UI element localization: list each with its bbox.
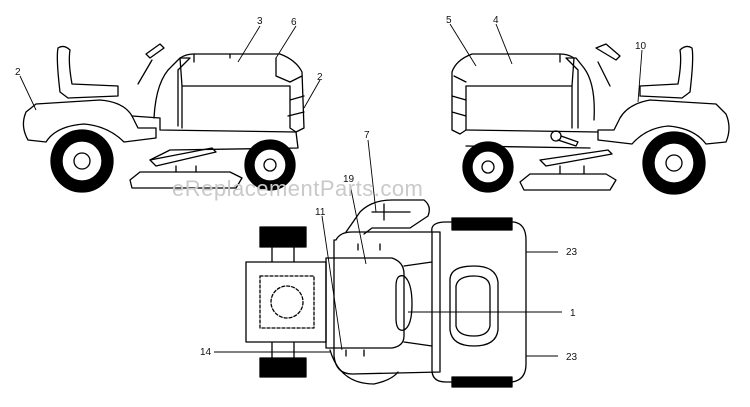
callout-7: 7 (364, 130, 370, 141)
left-side-tractor (22, 43, 305, 193)
right-side-tractor (451, 43, 730, 195)
callout-23-top: 23 (566, 247, 578, 258)
top-front-tire-upper (451, 217, 513, 231)
right-seat (639, 45, 694, 99)
leader-lines (19, 23, 643, 357)
top-battery-outline (259, 275, 315, 329)
left-mower-deck (129, 171, 243, 189)
right-fender (597, 99, 730, 145)
top-rear-tire-lower (259, 357, 307, 378)
right-dash (565, 57, 595, 129)
callout-23-bottom: 23 (566, 352, 578, 363)
callout-4: 4 (493, 15, 499, 26)
callout-6: 6 (291, 17, 297, 28)
top-view-tractor (245, 199, 527, 388)
callout-11: 11 (315, 207, 326, 218)
left-hood-grille (287, 75, 305, 117)
callout-19: 19 (343, 174, 355, 185)
top-hood-grille (449, 265, 499, 347)
right-hood-grille (451, 75, 467, 117)
top-hood (431, 221, 527, 383)
left-decal-6 (275, 57, 291, 83)
top-steering-dash (345, 199, 430, 235)
right-hood (451, 53, 575, 135)
right-steering-wheel (595, 43, 621, 87)
callout-3: 3 (257, 16, 263, 27)
callout-14: 14 (200, 347, 212, 358)
callout-labels: 2 3 6 2 5 4 10 7 19 11 14 23 1 23 (15, 15, 647, 363)
left-fender (22, 99, 157, 143)
callout-2: 2 (317, 72, 323, 83)
left-steering-wheel (137, 43, 165, 85)
callout-5: 5 (446, 15, 452, 26)
callout-1: 1 (570, 308, 576, 319)
left-seat (56, 45, 119, 99)
left-hood (179, 53, 305, 133)
callout-9: 2 (15, 67, 21, 78)
callout-10: 10 (635, 41, 647, 52)
top-rear-tire-upper (259, 226, 307, 248)
watermark-text: eReplacementParts.com (172, 176, 423, 201)
right-mower-deck (519, 173, 617, 191)
top-gas-cap (395, 275, 413, 331)
top-seat-area (325, 257, 405, 349)
left-dash (153, 57, 191, 127)
